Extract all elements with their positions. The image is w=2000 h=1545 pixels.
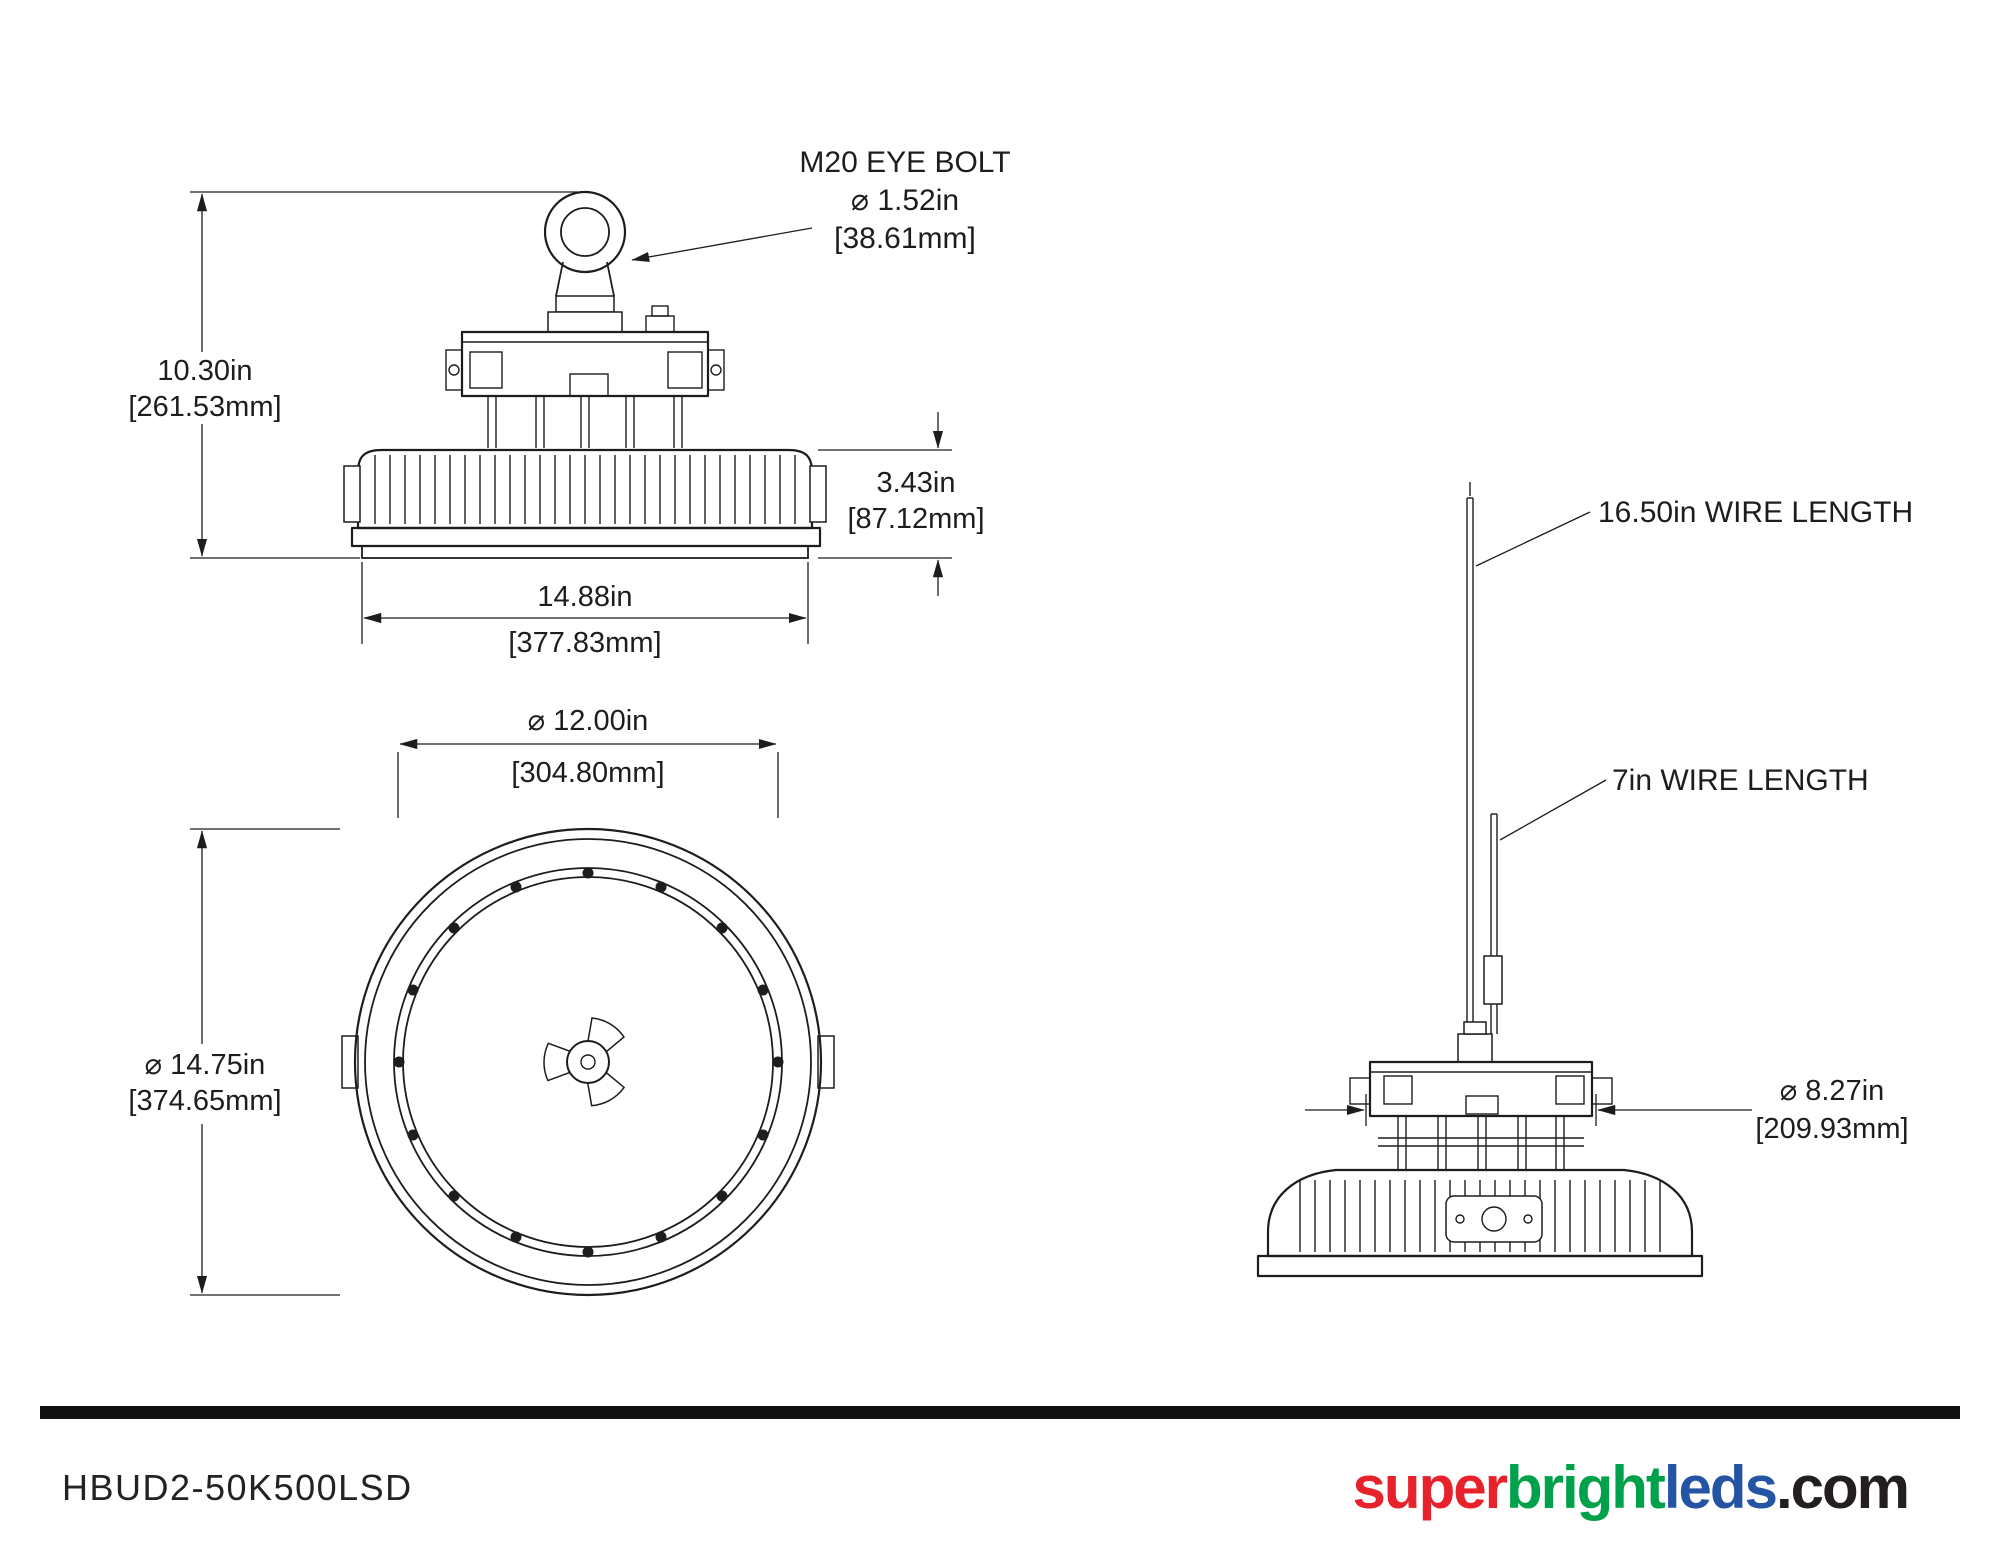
overall-height-mm: [261.53mm] <box>128 391 281 423</box>
overall-width-in: 14.88in <box>537 581 632 613</box>
brand-logo: superbrightleds.com <box>1353 1454 1908 1521</box>
dim-bracket-diameter: ⌀ 8.27in [209.93mm] <box>1305 1075 1909 1145</box>
sensor-plate <box>1445 1195 1543 1243</box>
body-height-in: 3.43in <box>876 467 955 499</box>
mount-posts-right <box>1397 1116 1565 1170</box>
center-sensor-pinwheel <box>543 1017 626 1107</box>
driver-housing <box>445 305 725 398</box>
side-view: 10.30in [261.53mm] M20 EYE BOLT ⌀ 1.52in… <box>128 146 1010 659</box>
outer-diameter-mm: [374.65mm] <box>128 1085 281 1117</box>
dim-body-height: 3.43in [87.12mm] <box>818 412 985 596</box>
body-height-mm: [87.12mm] <box>848 503 985 535</box>
outer-diameter-in: ⌀ 14.75in <box>145 1049 266 1081</box>
label-short-wire: 7in WIRE LENGTH <box>1499 764 1869 841</box>
heat-sink <box>343 448 827 559</box>
dim-lens-diameter: ⌀ 12.00in [304.80mm] <box>397 705 779 818</box>
cable-gland <box>1457 1033 1493 1063</box>
eye-bolt-line2: ⌀ 1.52in <box>851 184 959 217</box>
photocell <box>645 315 675 333</box>
base-plate <box>1256 1254 1704 1278</box>
logo-com: .com <box>1776 1454 1908 1521</box>
mount-posts <box>487 396 683 448</box>
footer: HBUD2-50K500LSD superbrightleds.com <box>40 1406 1960 1521</box>
dim-outer-diameter: ⌀ 14.75in [374.65mm] <box>128 828 340 1296</box>
heat-sink-right <box>1256 1168 1704 1278</box>
bracket-diameter-in: ⌀ 8.27in <box>1780 1075 1885 1107</box>
overall-width-mm: [377.83mm] <box>508 627 661 659</box>
lens-diameter-in: ⌀ 12.00in <box>528 705 649 737</box>
eye-bolt-line1: M20 EYE BOLT <box>799 146 1010 179</box>
wire-view: 16.50in WIRE LENGTH 7in WIRE LENGTH ⌀ 8.… <box>1256 482 1913 1278</box>
short-wire <box>1483 813 1503 1034</box>
overall-height-in: 10.30in <box>157 355 252 387</box>
short-wire-label: 7in WIRE LENGTH <box>1612 764 1869 797</box>
logo-bright: bright <box>1506 1454 1666 1521</box>
bezel <box>350 526 822 548</box>
led-dots <box>393 867 784 1258</box>
side-tab-left <box>341 1035 359 1089</box>
eye-bolt-line3: [38.61mm] <box>834 222 976 255</box>
logo-super: super <box>1353 1454 1508 1521</box>
logo-leds: leds <box>1664 1454 1776 1521</box>
label-long-wire: 16.50in WIRE LENGTH <box>1475 496 1913 567</box>
long-wire-label: 16.50in WIRE LENGTH <box>1598 496 1913 529</box>
side-tab-right <box>817 1035 835 1089</box>
eye-bolt <box>543 190 627 333</box>
long-wire <box>1466 482 1474 1034</box>
footer-rule <box>40 1406 1960 1419</box>
part-number: HBUD2-50K500LSD <box>62 1467 413 1508</box>
bottom-view: ⌀ 12.00in [304.80mm] ⌀ 14.75in [374.65mm… <box>128 705 835 1297</box>
lens-diameter-mm: [304.80mm] <box>511 757 664 789</box>
bracket-diameter-mm: [209.93mm] <box>1755 1113 1908 1145</box>
driver-housing-right <box>1349 1060 1613 1118</box>
wire-connector <box>1483 955 1503 1005</box>
lens-rim <box>361 545 809 559</box>
dim-overall-width: 14.88in [377.83mm] <box>361 562 809 659</box>
dim-overall-height: 10.30in [261.53mm] <box>128 191 578 559</box>
label-eye-bolt: M20 EYE BOLT ⌀ 1.52in [38.61mm] <box>631 146 1011 263</box>
